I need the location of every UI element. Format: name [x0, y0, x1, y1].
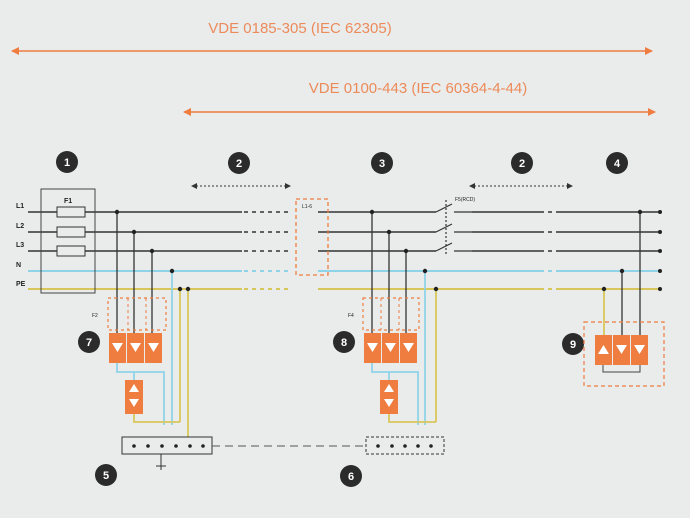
standard-second-label: VDE 0100-443 (IEC 60364-4-44) [309, 80, 527, 97]
intermediate-distribution-box: L1-6 [295, 198, 329, 276]
spd-mid-n-pe-arrester [380, 380, 398, 414]
spd-group-mid-fuses: F4 [348, 297, 420, 331]
spd-left-fuse-label: F2 [92, 313, 98, 319]
marker-8: 8 [333, 331, 355, 353]
spd-mid-fuse-label: F4 [348, 313, 354, 319]
marker-8-label: 8 [341, 337, 347, 349]
fuse-label: F1 [64, 198, 72, 205]
phase-conductors [28, 211, 660, 252]
marker-2b-label: 2 [519, 158, 525, 170]
spd-group-mid-wiring [371, 212, 437, 425]
marker-3-label: 3 [379, 158, 385, 170]
conductor-label-l3: L3 [16, 242, 24, 249]
spd-group-right-wiring [603, 212, 641, 335]
spd-left-arresters [109, 333, 162, 363]
junction-dots [114, 209, 662, 292]
mid-box-label: L1-6 [302, 204, 312, 210]
marker-3: 3 [371, 152, 393, 174]
spd-left-n-pe-arrester [125, 380, 143, 414]
spd-right-arresters [583, 321, 665, 387]
marker-4: 4 [606, 152, 628, 174]
marker-5-label: 5 [103, 470, 109, 482]
spd-group-left-wiring [116, 212, 189, 437]
rcd-label: F5(RCD) [455, 197, 475, 203]
equipotential-bar-mid [365, 436, 445, 455]
marker-7: 7 [78, 331, 100, 353]
marker-1-label: 1 [64, 157, 70, 169]
marker-9-label: 9 [570, 339, 576, 351]
spd-mid-arresters [364, 333, 417, 363]
marker-6-label: 6 [348, 471, 354, 483]
marker-5: 5 [95, 464, 117, 486]
main-fuse-box: F1 [40, 188, 96, 294]
conductor-label-pe: PE [16, 281, 26, 288]
conductor-label-n: N [16, 262, 21, 269]
marker-9: 9 [562, 333, 584, 355]
standard-top-label: VDE 0185-305 (IEC 62305) [208, 20, 391, 37]
marker-4-label: 4 [614, 158, 621, 170]
conductor-label-l2: L2 [16, 223, 24, 230]
conductor-label-l1: L1 [16, 203, 24, 210]
marker-1: 1 [56, 151, 78, 173]
marker-2a: 2 [228, 152, 250, 174]
marker-6: 6 [340, 465, 362, 487]
marker-7-label: 7 [86, 337, 92, 349]
rcd-switch [435, 200, 472, 256]
phase-conductor-gaps [244, 211, 560, 252]
equipotential-bar-left [121, 436, 213, 470]
spd-group-left-fuses: F2 [92, 297, 167, 331]
marker-2b: 2 [511, 152, 533, 174]
marker-2a-label: 2 [236, 158, 242, 170]
